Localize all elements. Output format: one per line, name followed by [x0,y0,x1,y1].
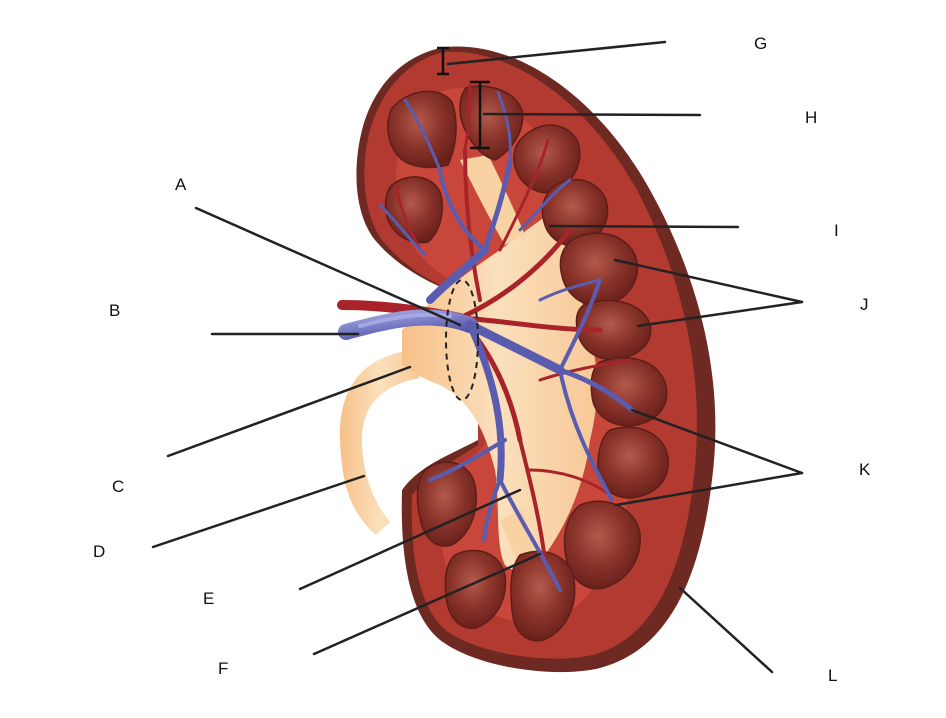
leader-line-i [548,224,740,229]
pyramid-8 [590,357,668,427]
pyramid-6 [559,232,639,307]
pyramid-12 [444,549,507,629]
leader-lines [151,40,804,674]
bracket-g [437,46,449,76]
leader-line-l [678,586,774,674]
ureter [339,352,420,535]
leader-line-j2 [636,300,804,328]
label-l: L [828,666,838,685]
label-e: E [203,589,215,608]
leader-line-e [298,488,522,591]
label-d: D [93,542,106,561]
leader-line-h [482,112,702,117]
leader-line-d [151,474,366,549]
label-g: G [754,34,768,53]
leader-line-c [166,365,412,458]
leader-line-k1 [630,408,804,475]
label-f: F [218,659,229,678]
leader-line-g [446,40,667,66]
pyramid-11 [416,461,477,547]
leader-line-k2 [614,471,804,507]
major-calyx-upper [460,155,525,245]
label-j: J [860,295,869,314]
pyramid-10 [563,500,641,590]
label-i: I [834,221,839,240]
label-b: B [109,301,121,320]
pyramid-13 [510,550,576,642]
label-a: A [175,175,187,194]
pyramid-2 [459,85,524,161]
bracket-h [470,80,490,150]
leader-line-a [194,206,462,327]
leader-line-j1 [613,258,804,304]
label-k: K [859,460,871,479]
hilum-outline [445,279,479,401]
renal-pyramids [384,85,669,642]
label-c: C [112,477,125,496]
vein-highlight [358,312,452,328]
label-h: H [805,108,818,127]
pyramid-9 [597,426,669,499]
leader-line-f [312,552,542,656]
